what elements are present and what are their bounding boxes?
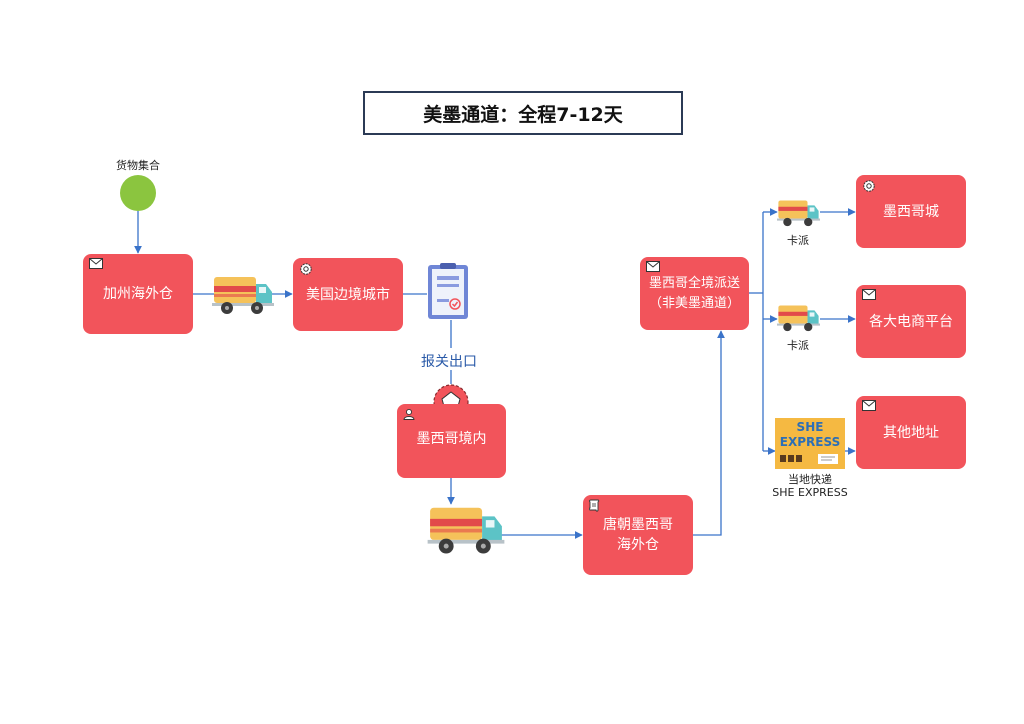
node-label-line-1: 墨西哥全境派送 xyxy=(648,275,740,291)
node-mexico-city[interactable]: 墨西哥城 xyxy=(856,175,966,248)
node-ca-warehouse[interactable]: 加州海外仓 xyxy=(83,254,193,334)
she-express-logo: SHE EXPRESS xyxy=(775,418,845,469)
node-label-line-2: 海外仓 xyxy=(617,537,659,553)
document-check-icon xyxy=(428,263,468,319)
node-tangchao-warehouse[interactable]: 唐朝墨西哥 海外仓 xyxy=(583,495,693,575)
arrow-tangchao-to-delivery xyxy=(693,330,725,536)
node-label: 墨西哥境内 xyxy=(416,431,487,447)
she-logo-line-2: EXPRESS xyxy=(779,435,841,449)
node-us-border-city[interactable]: 美国边境城市 xyxy=(293,258,403,331)
envelope-icon xyxy=(862,289,876,300)
script-icon xyxy=(589,499,600,512)
node-ecommerce-platforms[interactable]: 各大电商平台 xyxy=(856,285,966,358)
she-caption-line-1: 当地快递 xyxy=(788,473,832,486)
start-event-label: 货物集合 xyxy=(116,159,160,172)
node-mexico-delivery[interactable]: 墨西哥全境派送 （非美墨通道） xyxy=(640,257,749,330)
node-label: 各大电商平台 xyxy=(869,313,953,330)
truck-icon xyxy=(777,305,820,332)
envelope-icon xyxy=(646,261,660,272)
truck-label-platforms: 卡派 xyxy=(787,339,809,352)
truck-icon xyxy=(777,200,820,227)
node-label-line-2: （非美墨通道） xyxy=(648,295,740,311)
node-mexico-domestic[interactable]: 墨西哥境内 xyxy=(397,404,506,478)
truck-icon xyxy=(427,507,505,554)
start-event-circle xyxy=(120,175,156,211)
parcel-icon xyxy=(780,454,838,464)
she-logo-line-1: SHE xyxy=(796,420,824,434)
user-icon xyxy=(403,408,415,420)
diagram-title: 美墨通道：全程7-12天 xyxy=(363,91,683,135)
node-other-addresses[interactable]: 其他地址 xyxy=(856,396,966,469)
node-label: 墨西哥城 xyxy=(883,203,939,220)
node-label: 加州海外仓 xyxy=(103,286,173,302)
truck-label-city: 卡派 xyxy=(787,234,809,247)
envelope-icon xyxy=(89,258,103,269)
customs-label: 报关出口 xyxy=(421,354,477,370)
truck-icon xyxy=(212,277,274,314)
she-caption-line-2: SHE EXPRESS xyxy=(772,486,848,499)
gear-icon xyxy=(863,180,875,192)
node-label: 其他地址 xyxy=(883,424,939,441)
gear-icon xyxy=(300,263,312,275)
node-label: 美国边境城市 xyxy=(306,286,390,303)
node-label-line-1: 唐朝墨西哥 xyxy=(603,517,673,533)
envelope-icon xyxy=(862,400,876,411)
